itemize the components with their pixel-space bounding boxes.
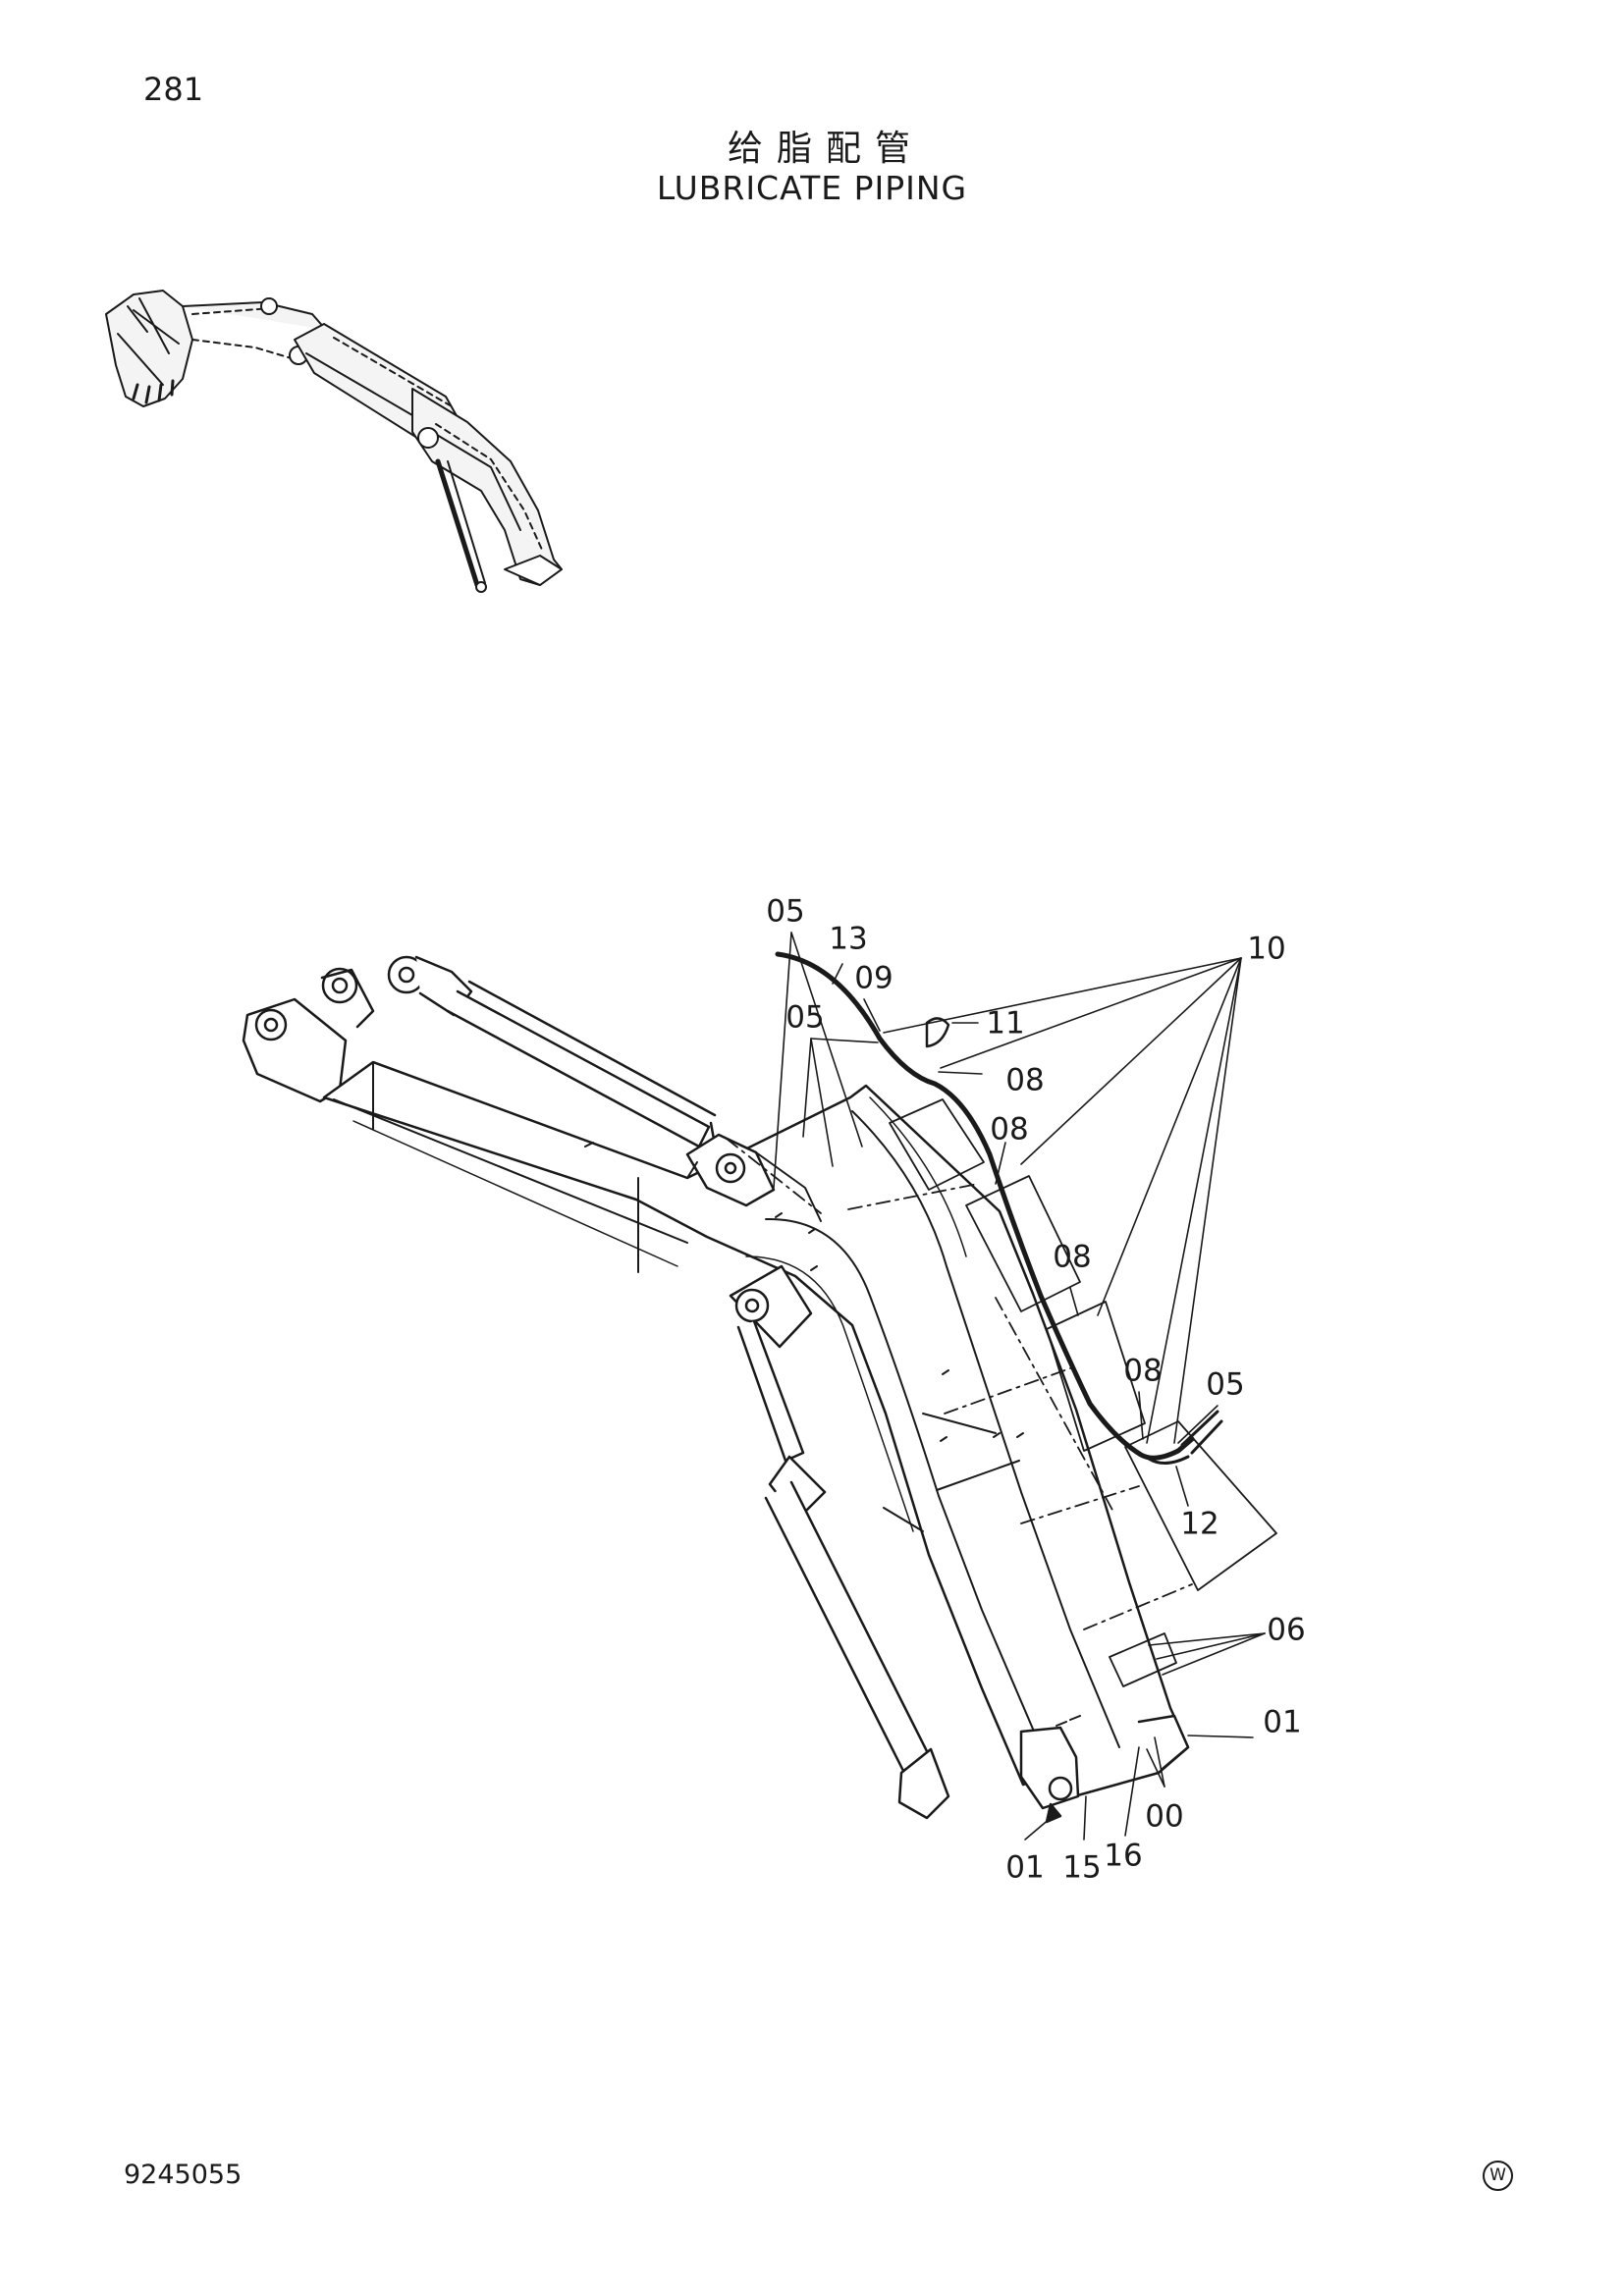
overview-thumbnail — [105, 290, 563, 593]
callout-16: 16 — [1104, 1839, 1142, 1874]
boom-foot — [1019, 1714, 1190, 1824]
callout-05-mid: 05 — [785, 1000, 824, 1036]
callout-08-b: 08 — [990, 1112, 1028, 1148]
detail-frames — [889, 1098, 1277, 1687]
callout-01-right: 01 — [1263, 1705, 1301, 1740]
callout-08-c: 08 — [1053, 1240, 1091, 1275]
arm-cylinder — [387, 955, 717, 1156]
page-title-chinese: 给脂配管 — [727, 129, 924, 169]
callout-11: 11 — [986, 1006, 1024, 1041]
page-number: 281 — [143, 71, 204, 108]
callout-15: 15 — [1062, 1850, 1101, 1886]
hose-clamp — [925, 1017, 950, 1048]
w-mark-icon: W — [1483, 2161, 1513, 2191]
section-lines — [726, 1138, 1193, 1630]
document-code: 9245055 — [124, 2160, 243, 2190]
callout-06: 06 — [1267, 1613, 1305, 1648]
grease-hose — [775, 951, 1223, 1465]
page-title: LUBRICATE PIPING — [656, 169, 968, 207]
callout-labels: 05 13 09 10 11 05 08 08 08 08 05 12 06 0… — [766, 894, 1305, 1886]
callout-13: 13 — [829, 922, 867, 957]
boom-assembly — [242, 955, 1190, 1824]
callout-10: 10 — [1247, 932, 1285, 967]
callout-12: 12 — [1180, 1507, 1218, 1542]
callout-08-d: 08 — [1123, 1354, 1162, 1389]
leader-lines — [773, 932, 1266, 1841]
arm-foot-bracket — [685, 1133, 822, 1222]
callout-09: 09 — [854, 961, 893, 996]
callout-05-top: 05 — [766, 894, 804, 930]
callout-08-a: 08 — [1005, 1063, 1044, 1098]
boom-cylinder — [729, 1264, 950, 1820]
callout-01-bottom: 01 — [1005, 1850, 1044, 1886]
callout-00: 00 — [1145, 1799, 1183, 1835]
callout-05-right: 05 — [1206, 1367, 1244, 1403]
